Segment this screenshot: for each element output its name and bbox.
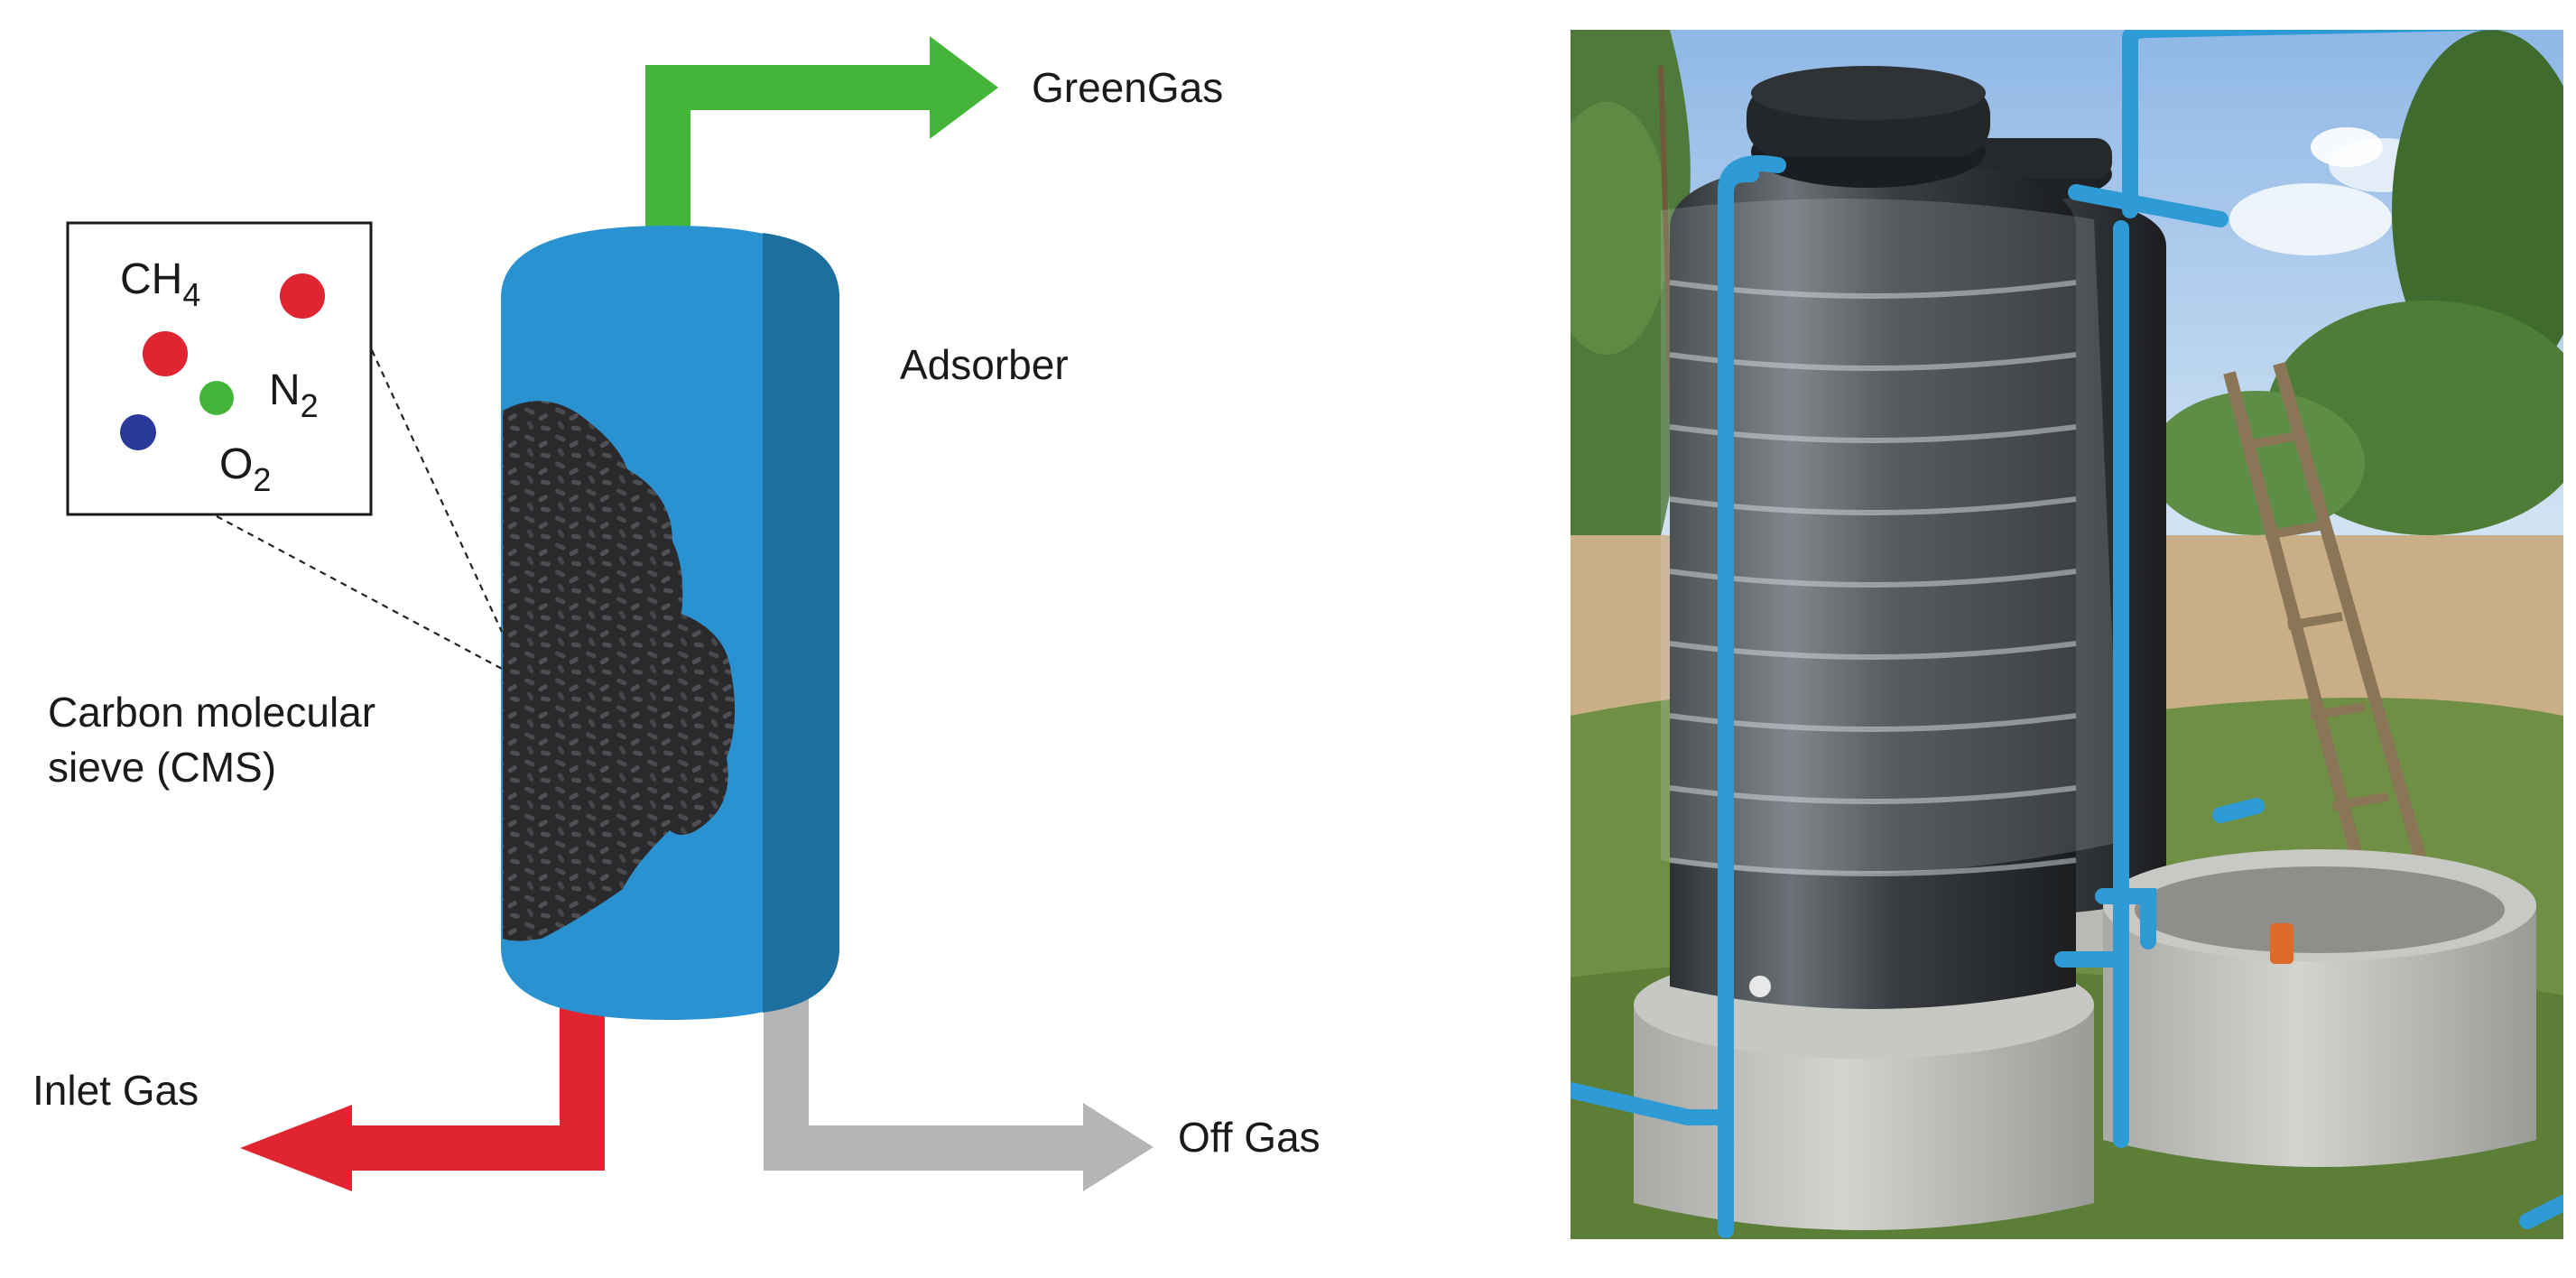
wooden-ladder: [2223, 362, 2430, 889]
cms-label-line2: sieve (CMS): [48, 744, 276, 791]
cms-label-line1: Carbon molecular: [48, 689, 375, 736]
inlet-gas-label: Inlet Gas: [32, 1067, 199, 1114]
greengas-label: GreenGas: [1032, 64, 1223, 111]
n2-molecule-dot: [199, 381, 234, 415]
installation-photo: [1571, 30, 2563, 1239]
o2-molecule-dot: [120, 414, 156, 450]
o2-label: O2: [219, 440, 271, 498]
molecule-legend-box: CH4 N2 O2: [66, 221, 373, 516]
cms-bed: [503, 401, 735, 941]
adsorber-label: Adsorber: [900, 341, 1069, 388]
greengas-outlet-arrow: [645, 36, 998, 236]
off-gas-label: Off Gas: [1178, 1114, 1320, 1161]
concrete-water-ring: [2103, 849, 2536, 1167]
ch4-label: CH4: [120, 255, 200, 313]
blue-pvc-pipes: [1571, 30, 2563, 1238]
inlet-gas-arrow: [240, 970, 605, 1191]
off-gas-arrow: [764, 970, 1154, 1191]
n2-label: N2: [269, 366, 319, 424]
ch4-molecule-dot: [280, 273, 325, 319]
ch4-molecule-dot: [143, 331, 188, 376]
adsorber-diagram: CH4 N2 O2 GreenGas Adsorber Carbon molec…: [32, 36, 1320, 1191]
zoom-leader-lines: [216, 349, 505, 671]
